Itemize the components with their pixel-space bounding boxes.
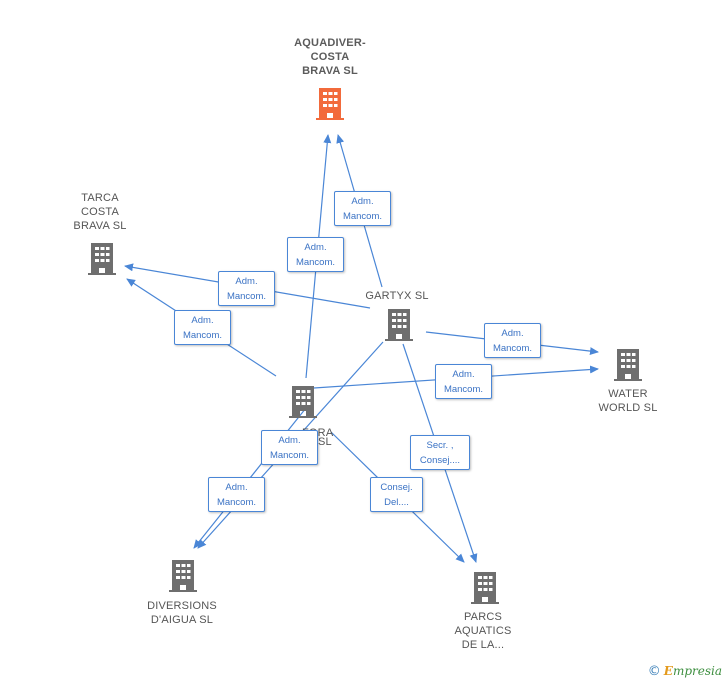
copyright-icon: ©	[647, 664, 661, 679]
node-label-water[interactable]: WATER WORLD SL	[598, 388, 658, 414]
node-label-tarca[interactable]: TARCA COSTA BRAVA SL	[73, 192, 127, 232]
edge-label-fora-aquadiver[interactable]: Adm.Mancom.	[287, 237, 344, 272]
building-icon[interactable]	[168, 558, 198, 592]
brand-logo-text: mpresia	[672, 664, 722, 678]
node-label-aquadiver[interactable]: AQUADIVER- COSTA BRAVA SL	[294, 37, 366, 77]
building-icon[interactable]	[384, 307, 414, 341]
edge-label-gartyx-parcs[interactable]: Secr. ,Consej....	[410, 435, 470, 470]
footer-copyright: ©Empresia	[648, 664, 722, 679]
edge-label-fora-water[interactable]: Adm.Mancom.	[435, 364, 492, 399]
brand-logo-initial: E	[663, 664, 673, 678]
edge-label-gartyx-tarca[interactable]: Adm.Mancom.	[218, 271, 275, 306]
node-label-parcs[interactable]: PARCS AQUATICS DE LA...	[454, 611, 512, 651]
building-windows	[323, 92, 338, 107]
building-icon[interactable]	[470, 570, 500, 604]
edge-label-fora-diversions[interactable]: Adm.Mancom.	[208, 477, 265, 512]
edge-label-fora-parcs[interactable]: Consej.Del....	[370, 477, 423, 512]
building-windows	[621, 353, 636, 368]
edge-label-fora-tarca[interactable]: Adm.Mancom.	[174, 310, 231, 345]
edge-label-gartyx-aquadiver[interactable]: Adm.Mancom.	[334, 191, 391, 226]
edge-label-gartyx-water[interactable]: Adm.Mancom.	[484, 323, 541, 358]
building-icon[interactable]	[87, 241, 117, 275]
building-icon[interactable]	[288, 384, 318, 418]
building-icon[interactable]	[315, 86, 345, 120]
building-windows	[478, 576, 493, 591]
building-windows	[95, 247, 110, 262]
node-label-gartyx[interactable]: GARTYX SL	[365, 290, 429, 302]
building-windows	[176, 564, 191, 579]
edge-label-gartyx-diversions[interactable]: Adm.Mancom.	[261, 430, 318, 465]
building-icon[interactable]	[613, 347, 643, 381]
node-label-diversions[interactable]: DIVERSIONS D'AIGUA SL	[147, 600, 217, 626]
building-windows	[392, 313, 407, 328]
building-windows	[296, 390, 311, 405]
